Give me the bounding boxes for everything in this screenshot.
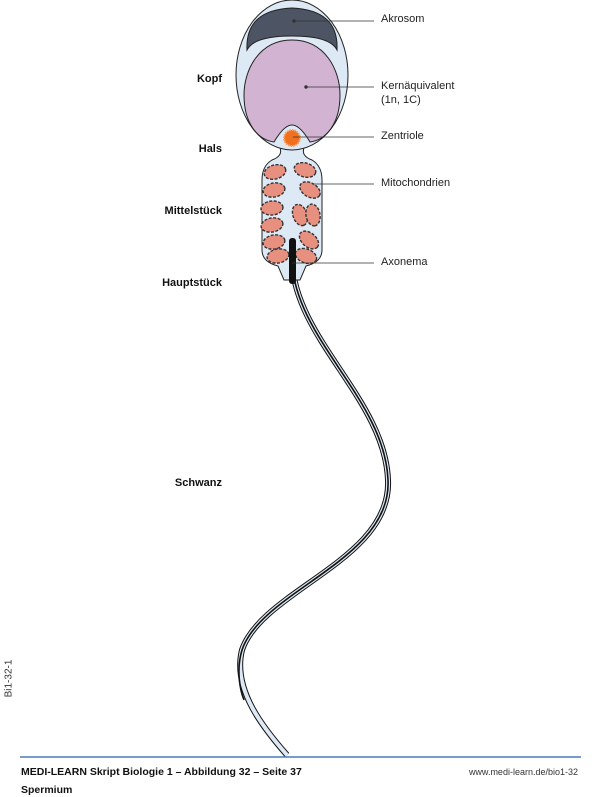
- label-hals: Hals: [198, 143, 222, 155]
- mitochondria: [260, 161, 321, 265]
- label-akrosom: Akrosom: [381, 13, 425, 25]
- tail: [237, 261, 392, 757]
- label-kernaequivalent-sub: (1n, 1C): [381, 94, 421, 106]
- label-zentriole: Zentriole: [381, 130, 424, 142]
- label-axonema: Axonema: [381, 256, 428, 268]
- centriole: [283, 129, 301, 147]
- mitochondrion: [266, 248, 290, 264]
- mitochondrion: [260, 217, 284, 233]
- label-schwanz: Schwanz: [174, 477, 222, 489]
- mitochondrion: [298, 230, 320, 250]
- mitochondrion: [260, 200, 284, 216]
- figure-code: Bi1-32-1: [3, 659, 15, 698]
- label-hauptstueck: Hauptstück: [162, 277, 222, 289]
- axoneme-line: [238, 261, 389, 701]
- label-mittelstueck: Mittelstück: [164, 205, 222, 217]
- label-mitochondrien: Mitochondrien: [381, 177, 451, 189]
- acrosome: [246, 7, 338, 52]
- footer-title: MEDI-LEARN Skript Biologie 1 – Abbildung…: [21, 766, 302, 778]
- mitochondrion: [262, 182, 286, 198]
- leader-lines: [292, 19, 374, 264]
- axoneme: [289, 238, 296, 284]
- mitochondrion: [263, 163, 287, 181]
- mitochondrion: [293, 161, 317, 179]
- label-kopf: Kopf: [196, 73, 222, 85]
- footer-subtitle: Spermium: [21, 784, 73, 796]
- nucleus: [243, 39, 341, 143]
- label-kernaequivalent: Kernäquivalent: [381, 80, 455, 92]
- footer-url[interactable]: www.medi-learn.de/bio1-32: [468, 767, 578, 777]
- mitochondrion: [305, 203, 321, 227]
